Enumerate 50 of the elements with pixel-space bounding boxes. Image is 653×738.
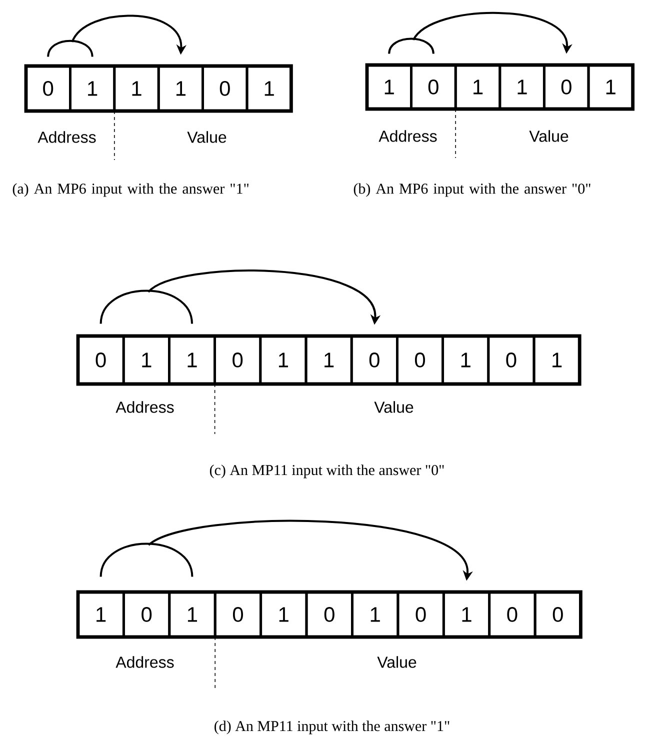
bit-cell: 0 [410, 64, 457, 110]
field-label: Address [116, 656, 174, 668]
bit-cell: 1 [113, 64, 160, 112]
bit-cell: 1 [532, 334, 581, 386]
bit-cell: 1 [168, 590, 216, 638]
bit-cell: 0 [122, 590, 171, 638]
bit-cell: 1 [442, 334, 490, 386]
bit-cell: 1 [442, 590, 491, 638]
field-label: Value [187, 131, 226, 143]
bit-cell: 1 [246, 64, 292, 112]
bit-cell: 1 [351, 590, 400, 638]
bit-cell: 1 [69, 64, 116, 112]
bit-cell: 0 [214, 334, 262, 386]
bit-cell: 0 [488, 590, 536, 638]
bit-cell: 0 [534, 590, 582, 638]
address-arc [100, 542, 194, 577]
node-label: 0 [96, 352, 106, 368]
field-label: Value [529, 130, 568, 142]
bit-cell: 1 [157, 64, 204, 112]
bit-cell: 1 [259, 334, 308, 386]
field-label: Address [378, 130, 437, 142]
field-label: Address [38, 131, 96, 143]
bit-cell: 0 [202, 64, 248, 112]
bit-cell: 1 [122, 334, 170, 386]
node-label: 1 [384, 80, 394, 94]
bit-cell: 0 [487, 334, 536, 386]
bit-cell: 0 [350, 334, 398, 386]
subfigure-caption: (b) An MP6 input with the answer "0" [354, 183, 590, 197]
bit-cell: 0 [396, 334, 444, 386]
address-arc [47, 40, 94, 57]
bit-cell: 0 [214, 590, 262, 638]
bit-cell: 1 [498, 64, 546, 110]
bit-cell: 0 [543, 64, 590, 110]
bit-cell: 1 [454, 64, 502, 110]
field-label: Value [377, 656, 416, 668]
bit-cell: 1 [304, 334, 353, 386]
address-arc [388, 38, 434, 54]
node-label: 0 [43, 81, 54, 96]
address-arc [100, 290, 193, 324]
bit-cell: 1 [168, 334, 216, 386]
bit-cell: 1 [587, 64, 634, 110]
node-label: 1 [96, 607, 106, 622]
field-label: Address [116, 401, 174, 413]
subfigure-caption: (c) An MP11 input with the answer "0" [210, 464, 444, 478]
bit-cell: 0 [305, 590, 354, 638]
bit-cell: 1 [260, 590, 308, 638]
subfigure-caption: (a) An MP6 input with the answer "1" [12, 183, 248, 197]
field-label: Value [374, 401, 414, 413]
bit-cell: 0 [396, 590, 445, 638]
subfigure-caption: (d) An MP11 input with the answer "1" [214, 720, 450, 734]
